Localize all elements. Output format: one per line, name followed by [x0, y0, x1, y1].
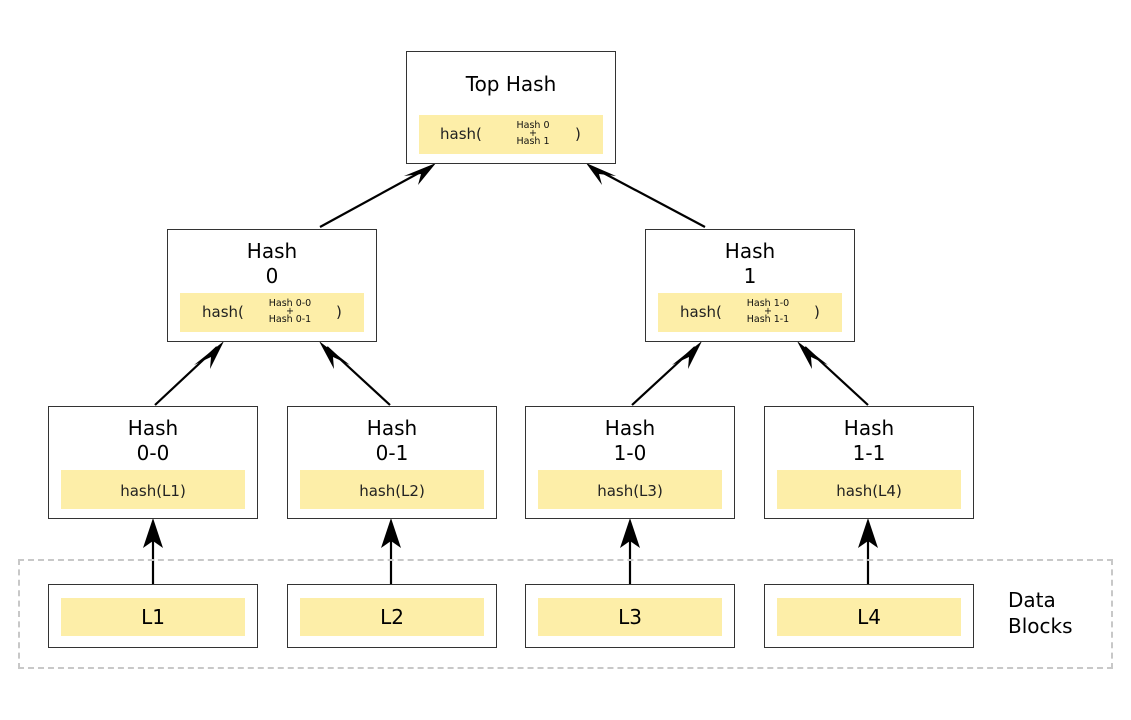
hash-0-0-node: Hash 0-0 hash(L1): [48, 406, 258, 519]
data-block-fill: L1: [61, 598, 245, 636]
hash-1-title: Hash 1: [724, 239, 776, 288]
data-block-label: L1: [141, 605, 165, 629]
data-block-label: L3: [618, 605, 642, 629]
hash-1-1-node: Hash 1-1 hash(L4): [764, 406, 974, 519]
formula-fn: hash(L3): [597, 482, 663, 500]
hash-0-title: Hash 0: [246, 239, 298, 288]
formula-fn: hash(: [202, 303, 244, 321]
formula-inputs: Hash 0-0 + Hash 0-1: [268, 298, 312, 325]
formula-fn: hash(L4): [836, 482, 902, 500]
data-block-fill: L3: [538, 598, 722, 636]
formula-close: ): [814, 303, 820, 321]
formula-inputs: Hash 1-0 + Hash 1-1: [746, 298, 790, 325]
arrowhead-hash10: [620, 518, 640, 548]
hash-1-1-formula: hash(L4): [777, 470, 961, 509]
data-block-l1: L1: [48, 584, 258, 648]
formula-fn: hash(: [440, 125, 482, 143]
arrow-hash1-to-top: [593, 167, 706, 228]
hash-0-0-title: Hash 0-0: [127, 416, 179, 465]
top-hash-title: Top Hash: [465, 72, 557, 96]
formula-fn: hash(L2): [359, 482, 425, 500]
formula-fn: hash(L1): [120, 482, 186, 500]
arrowhead-top-left: [404, 163, 436, 185]
hash-1-node: Hash 1 hash( Hash 1-0 + Hash 1-1 ): [645, 229, 855, 342]
hash-1-formula: hash( Hash 1-0 + Hash 1-1 ): [658, 293, 842, 332]
data-block-l4: L4: [764, 584, 974, 648]
arrowhead-hash0-left: [194, 341, 224, 369]
top-hash-node: Top Hash hash( Hash 0 + Hash 1 ): [406, 51, 616, 164]
arrowhead-hash1-left: [672, 341, 702, 369]
hash-0-1-title: Hash 0-1: [366, 416, 418, 465]
hash-1-0-formula: hash(L3): [538, 470, 722, 509]
hash-1-0-title: Hash 1-0: [604, 416, 656, 465]
formula-inputs: Hash 0 + Hash 1: [516, 120, 550, 147]
data-block-l3: L3: [525, 584, 735, 648]
arrowhead-hash1-right: [797, 341, 828, 369]
data-blocks-group: [18, 559, 1113, 669]
arrowhead-top-right: [586, 163, 616, 185]
arrowhead-hash01: [381, 518, 401, 548]
arrow-hash0-to-top: [319, 167, 429, 228]
arrowhead-hash0-right: [319, 341, 350, 369]
data-block-l2: L2: [287, 584, 497, 648]
data-block-label: L4: [857, 605, 881, 629]
data-block-fill: L4: [777, 598, 961, 636]
data-blocks-caption: Data Blocks: [1008, 588, 1073, 638]
hash-0-formula: hash( Hash 0-0 + Hash 0-1 ): [180, 293, 364, 332]
data-block-fill: L2: [300, 598, 484, 636]
formula-close: ): [336, 303, 342, 321]
arrowhead-hash11: [858, 518, 878, 548]
hash-0-node: Hash 0 hash( Hash 0-0 + Hash 0-1 ): [167, 229, 377, 342]
hash-0-1-formula: hash(L2): [300, 470, 484, 509]
top-hash-formula: hash( Hash 0 + Hash 1 ): [419, 115, 603, 154]
arrowhead-hash00: [143, 518, 163, 548]
data-block-label: L2: [380, 605, 404, 629]
formula-fn: hash(: [680, 303, 722, 321]
hash-1-0-node: Hash 1-0 hash(L3): [525, 406, 735, 519]
hash-0-0-formula: hash(L1): [61, 470, 245, 509]
formula-close: ): [575, 125, 581, 143]
hash-0-1-node: Hash 0-1 hash(L2): [287, 406, 497, 519]
hash-1-1-title: Hash 1-1: [843, 416, 895, 465]
